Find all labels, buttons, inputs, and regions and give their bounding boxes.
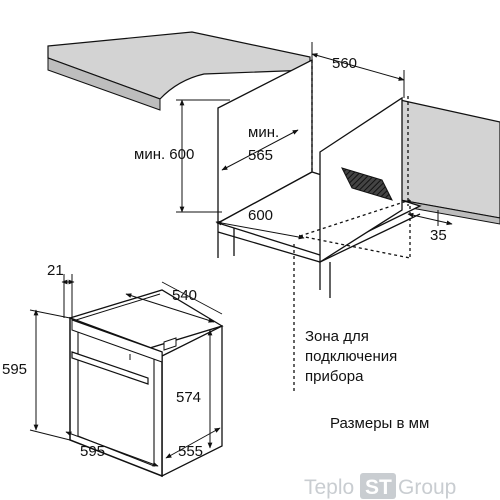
niche-min-height-label: мин. 600 <box>134 146 194 163</box>
oven-width-label: 595 <box>80 443 105 460</box>
brand-text-teplo: Teplo <box>304 476 354 499</box>
connection-zone-line-2: подключения <box>305 348 397 365</box>
connection-zone-line-1: Зона для <box>305 328 369 345</box>
oven-body-depth-label: 555 <box>178 443 203 460</box>
units-note: Размеры в мм <box>330 415 429 432</box>
oven-inner-height-label: 574 <box>176 389 201 406</box>
countertop <box>47 31 500 225</box>
niche-dimension-lines <box>176 42 453 240</box>
oven-front-offset-label: 21 <box>47 262 64 279</box>
brand-watermark: Teplo ST Group <box>304 473 456 499</box>
oven-depth-label: 540 <box>172 287 197 304</box>
brand-badge <box>360 473 396 499</box>
oven-height-label: 595 <box>2 361 27 378</box>
brand-badge-text: ST <box>365 476 392 499</box>
niche-width-label: 560 <box>332 55 357 72</box>
oven-dimension-lines <box>29 274 223 476</box>
niche-min-depth-prefix: мин. <box>248 124 279 141</box>
connection-zone-line-3: прибора <box>305 368 364 385</box>
brand-text-group: Group <box>398 476 456 499</box>
niche-min-depth-value: 565 <box>248 147 273 164</box>
niche-opening-depth-label: 600 <box>248 207 273 224</box>
vent-opening <box>341 167 393 201</box>
niche-side-offset-label: 35 <box>430 227 447 244</box>
